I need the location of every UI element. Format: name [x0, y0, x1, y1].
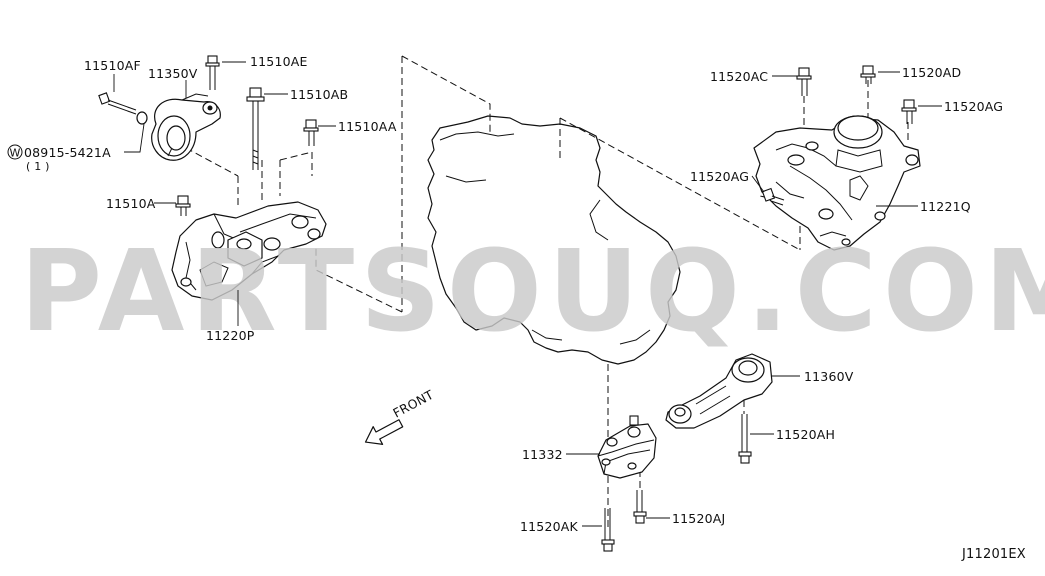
- callout-11510AB: 11510AB: [290, 87, 348, 102]
- bracket-11332: [597, 415, 657, 479]
- engine-outline: [427, 115, 681, 365]
- callout-11520AD: 11520AD: [902, 65, 961, 80]
- washer-mark-icon: [7, 144, 23, 160]
- callout-11332: 11332: [522, 447, 563, 462]
- bolt-11520AC: [796, 67, 812, 96]
- callout-11520AJ: 11520AJ: [672, 511, 725, 526]
- callout-11221Q: 11221Q: [920, 199, 971, 214]
- assembly-dashed-lines: [185, 55, 909, 528]
- callout-08915-qty: ( 1 ): [26, 160, 50, 173]
- bolt-11510AF: [98, 92, 148, 125]
- front-label: FRONT: [390, 387, 436, 421]
- bolt-11520AG-top: [901, 99, 917, 124]
- bolt-11510AB: [246, 87, 265, 170]
- bolt-11520AG-mid: [761, 187, 785, 206]
- mount-11220P: [171, 201, 327, 301]
- callout-11520AK: 11520AK: [520, 519, 579, 534]
- callout-11220P: 11220P: [206, 328, 255, 343]
- bracket-11350V: [151, 93, 221, 161]
- callout-11510AF: 11510AF: [84, 58, 141, 73]
- callout-11520AG-mid: 11520AG: [690, 169, 749, 184]
- bolt-11520AJ: [633, 490, 647, 524]
- bolt-11510AA: [303, 119, 319, 146]
- callout-11510A: 11510A: [106, 196, 156, 211]
- leader-lines: [113, 61, 942, 527]
- front-direction-arrow: [364, 419, 404, 445]
- callout-11360V: 11360V: [804, 369, 854, 384]
- bolt-11520AK: [601, 508, 615, 552]
- bolt-11510A: [175, 195, 191, 216]
- torque-rod-11360V: [665, 353, 773, 429]
- diagram-code: J11201EX: [961, 547, 1026, 562]
- callout-08915-5421A: 08915-5421A: [24, 145, 111, 160]
- bolt-11520AH: [738, 414, 752, 464]
- washer-mark-letter: W: [10, 147, 21, 160]
- callout-11350V: 11350V: [148, 66, 198, 81]
- bolt-11520AD: [860, 65, 876, 84]
- mount-11221Q: [753, 115, 921, 251]
- callout-11510AA: 11510AA: [338, 119, 397, 134]
- callout-11520AG-top: 11520AG: [944, 99, 1003, 114]
- callout-11520AC: 11520AC: [710, 69, 768, 84]
- watermark-text: PARTSOUQ.COM: [20, 227, 1045, 357]
- bolt-11510AE: [205, 55, 220, 90]
- callout-11510AE: 11510AE: [250, 54, 308, 69]
- callout-11520AH: 11520AH: [776, 427, 835, 442]
